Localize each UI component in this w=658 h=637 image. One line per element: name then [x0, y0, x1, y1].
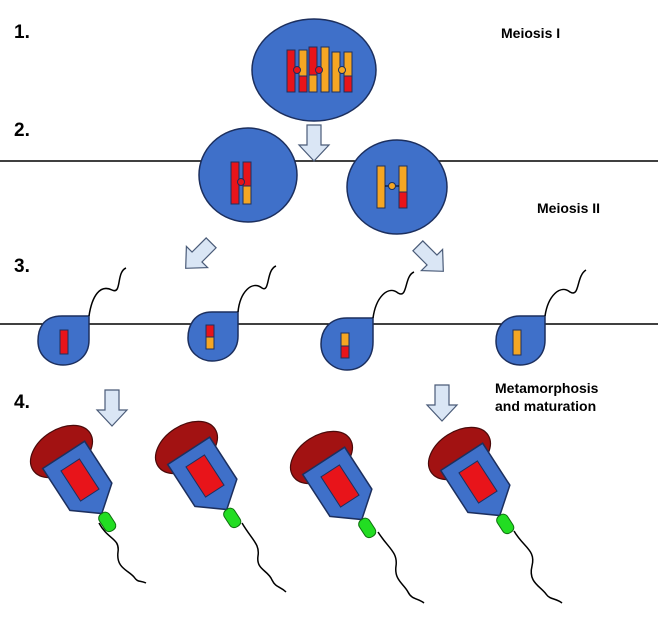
sperm-3	[289, 430, 377, 539]
secondary-spermatocyte-left	[198, 127, 298, 223]
sperm-3-tail	[377, 531, 425, 604]
arrow-maturation-right	[426, 384, 458, 422]
arrow-meiosis-1	[298, 124, 330, 162]
sperm-1	[29, 424, 117, 533]
sperm-4-tail	[513, 530, 563, 604]
step-1-label: 1.	[14, 22, 30, 43]
step-4-label: 4.	[14, 392, 30, 413]
metamorphosis-label-line1: Metamorphosis	[495, 380, 599, 396]
metamorphosis-label-line2: and maturation	[495, 398, 597, 414]
spermatid-3	[320, 271, 415, 371]
step-3-label: 3.	[14, 256, 30, 277]
sperm-2-tail	[241, 522, 287, 593]
arrow-meiosis-2-left	[174, 231, 223, 280]
meiosis-2-label: Meiosis II	[537, 200, 601, 216]
sperm-1-tail	[98, 522, 147, 584]
spermatid-2	[187, 265, 277, 362]
spermatid-1	[37, 267, 127, 366]
primary-spermatocyte	[251, 18, 377, 122]
meiosis-1-label: Meiosis I	[501, 25, 561, 41]
secondary-spermatocyte-right	[346, 139, 448, 235]
arrow-meiosis-2-right	[406, 234, 455, 283]
arrow-maturation-left	[96, 389, 128, 427]
step-2-label: 2.	[14, 120, 30, 141]
spermatid-4	[495, 269, 587, 366]
sperm-2	[154, 420, 242, 529]
sperm-4	[427, 426, 515, 535]
